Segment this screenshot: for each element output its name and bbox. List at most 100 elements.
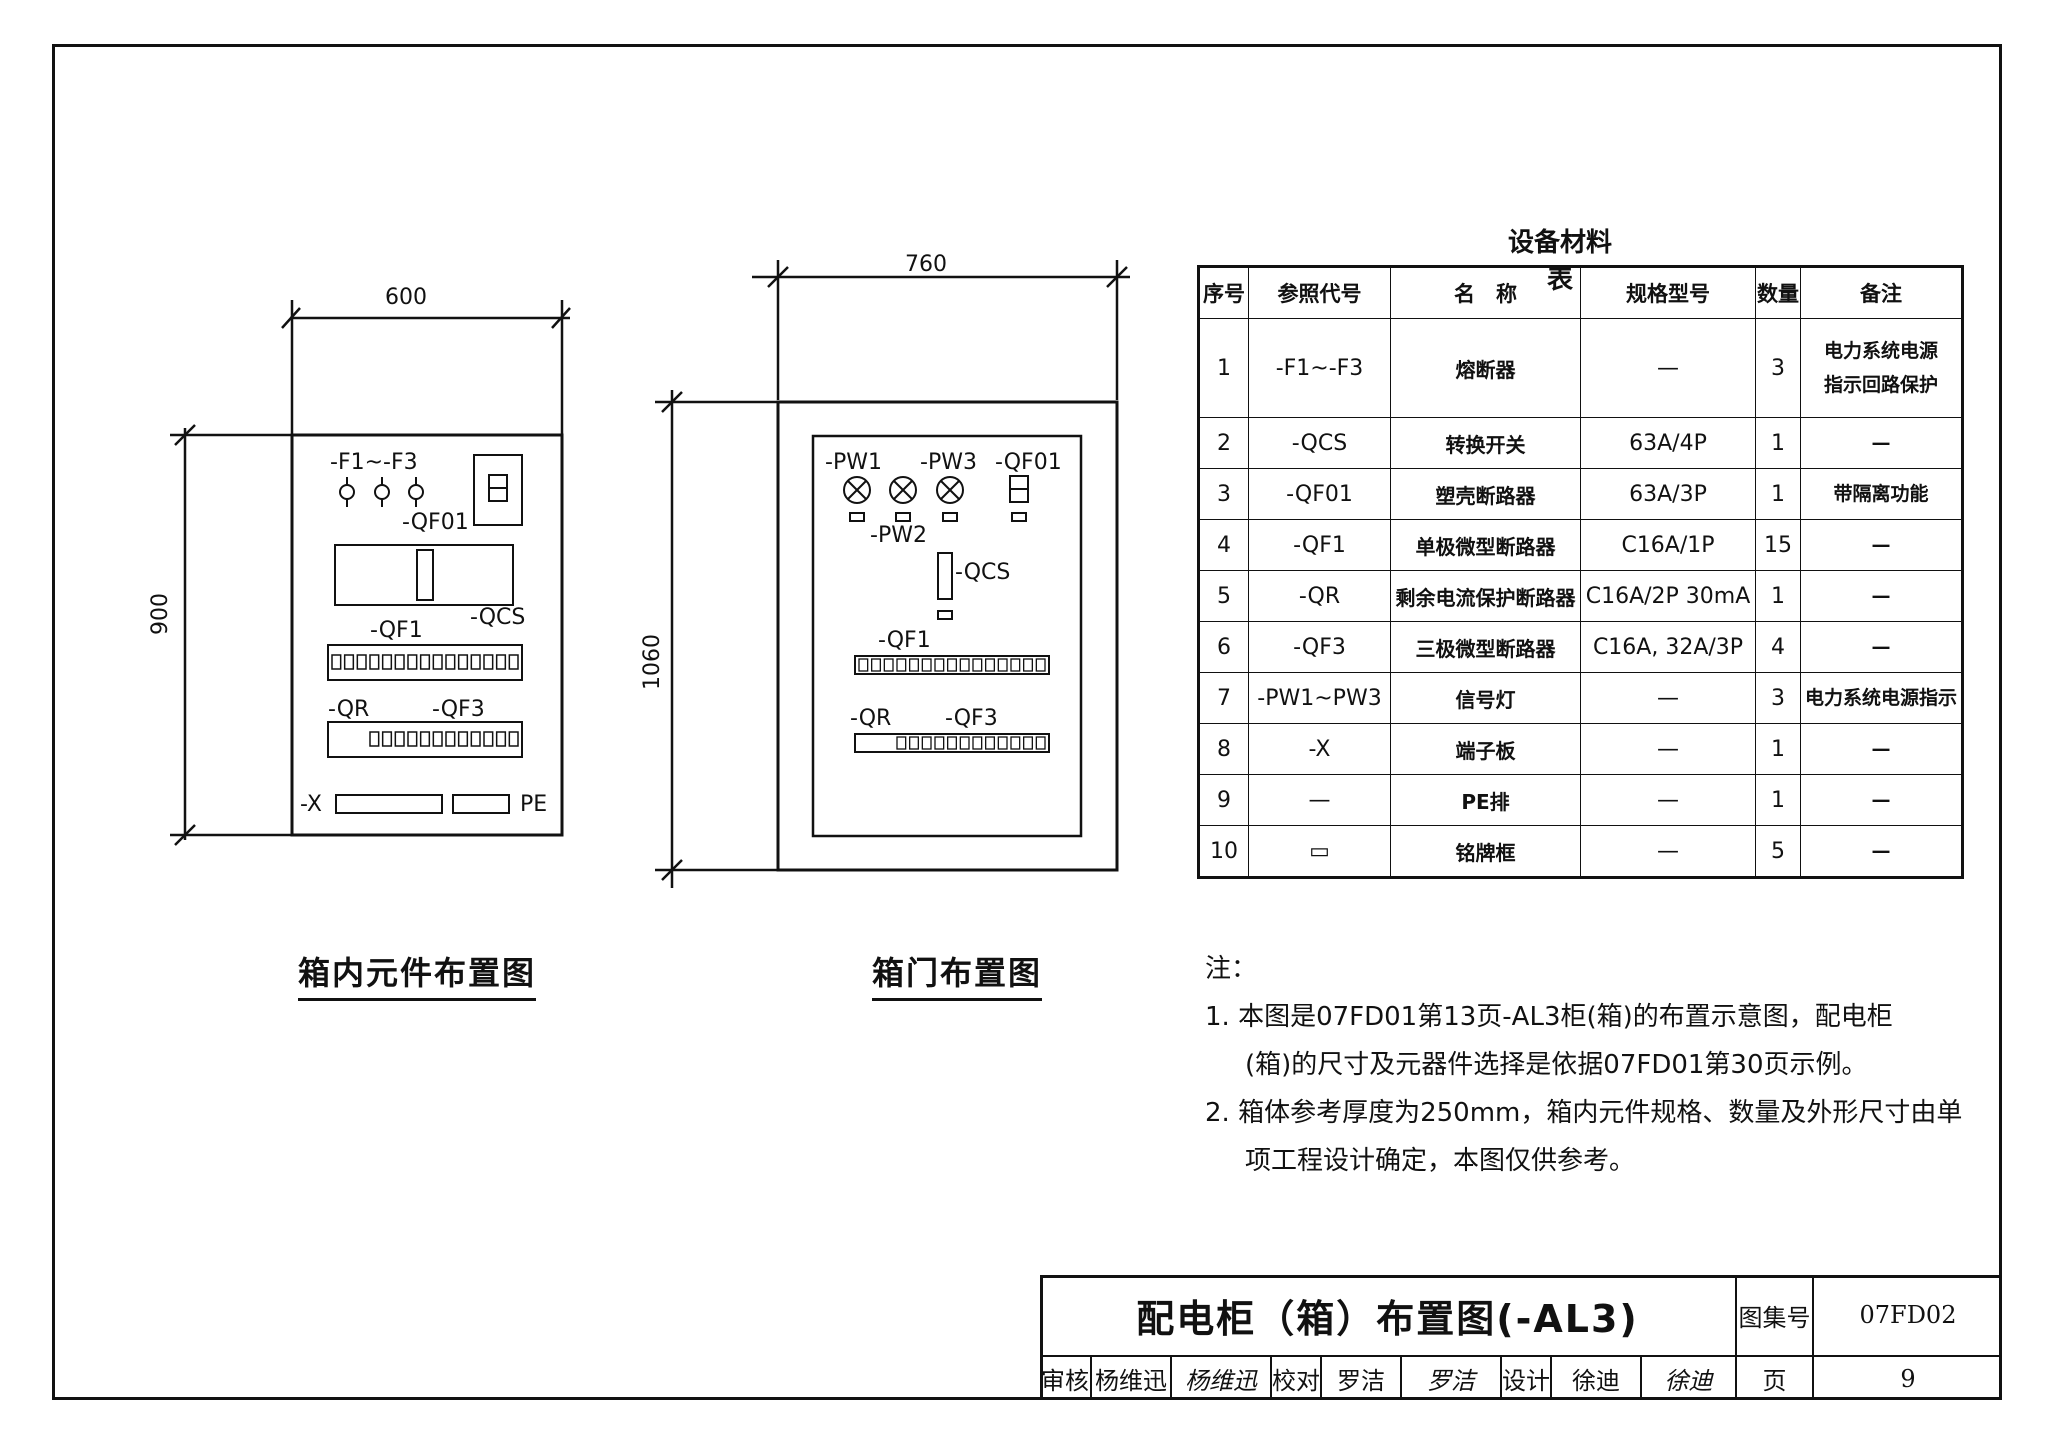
- cell-qty: 1: [1755, 774, 1801, 826]
- atlas-label: 图集号: [1735, 1275, 1812, 1355]
- breaker-module: [495, 731, 507, 747]
- cell-ref: -QCS: [1248, 417, 1391, 469]
- cell-index: 2: [1198, 417, 1249, 469]
- cell-index: 9: [1198, 774, 1249, 826]
- th-name: 名 称: [1390, 266, 1581, 319]
- cell-name: 三极微型断路器: [1390, 621, 1581, 673]
- cell-ref: -QF01: [1248, 468, 1391, 520]
- note-2a: 2. 箱体参考厚度为250mm，箱内元件规格、数量及外形尺寸由单: [1205, 1098, 1963, 1128]
- cell-ref: -X: [1248, 723, 1391, 775]
- d2-label-pw1: -PW1: [825, 450, 882, 475]
- breaker-module: [1023, 658, 1033, 672]
- cell-qty: 1: [1755, 468, 1801, 520]
- breaker-module: [394, 654, 405, 670]
- check-label: 校对: [1270, 1355, 1320, 1400]
- table-row: 9—PE排—1—: [1198, 774, 1963, 826]
- checker-signature: 罗洁: [1400, 1355, 1500, 1400]
- cell-remark: 电力系统电源指示: [1800, 672, 1963, 724]
- cell-remark: —: [1800, 825, 1963, 878]
- breaker-module: [470, 654, 481, 670]
- breaker-module: [1023, 736, 1033, 750]
- breaker-module: [470, 731, 481, 747]
- d1-label-qr: -QR: [328, 697, 370, 722]
- breaker-module: [997, 658, 1008, 672]
- d1-label-x: -X: [300, 792, 322, 817]
- d1-label-pe: PE: [520, 792, 548, 817]
- cell-ref: ▭: [1248, 825, 1391, 878]
- cell-spec: —: [1580, 672, 1756, 724]
- d2-label-pw3: -PW3: [920, 450, 977, 475]
- cell-spec: 63A/3P: [1580, 468, 1756, 520]
- breaker-module: [394, 731, 405, 747]
- breaker-module: [959, 658, 970, 672]
- breaker-module: [508, 731, 519, 747]
- d2-label-qf3: -QF3: [945, 706, 998, 731]
- breaker-module: [483, 654, 494, 670]
- cell-index: 7: [1198, 672, 1249, 724]
- breaker-module: [495, 654, 507, 670]
- title-block: [1040, 1275, 2002, 1400]
- breaker-module: [1035, 658, 1046, 672]
- reviewer-name: 杨维迅: [1090, 1355, 1170, 1400]
- breaker-module: [909, 736, 919, 750]
- note-2b: 项工程设计确定，本图仅供参考。: [1245, 1146, 1636, 1176]
- breaker-module: [1010, 658, 1021, 672]
- table-row: 10▭铭牌框—5—: [1198, 825, 1963, 878]
- cell-index: 6: [1198, 621, 1249, 673]
- cell-remark: —: [1800, 570, 1963, 622]
- cell-index: 4: [1198, 519, 1249, 571]
- cell-ref: -PW1~PW3: [1248, 672, 1391, 724]
- cell-index: 8: [1198, 723, 1249, 775]
- cell-name: 转换开关: [1390, 417, 1581, 469]
- cell-qty: 3: [1755, 318, 1801, 418]
- cell-index: 10: [1198, 825, 1249, 878]
- th-spec: 规格型号: [1580, 266, 1756, 319]
- designer-name: 徐迪: [1550, 1355, 1640, 1400]
- d1-label-qf01: -QF01: [402, 510, 469, 535]
- lamp-symbols: [843, 476, 964, 522]
- d2-label-qcs: -QCS: [955, 560, 1011, 585]
- breaker-module: [934, 658, 945, 672]
- cell-spec: 63A/4P: [1580, 417, 1756, 469]
- breaker-module: [985, 658, 995, 672]
- breaker-module: [985, 736, 995, 750]
- breaker-module: [896, 736, 907, 750]
- d1-height-dim: 900: [148, 593, 173, 635]
- breaker-module: [959, 736, 970, 750]
- notes-heading: 注：: [1205, 954, 1258, 984]
- breaker-module: [457, 654, 469, 670]
- breaker-module: [947, 658, 957, 672]
- cell-ref: -QF1: [1248, 519, 1391, 571]
- cell-name: 熔断器: [1390, 318, 1581, 418]
- notes: 注： 1. 本图是07FD01第13页-AL3柜(箱)的布置示意图，配电柜 (箱…: [1205, 945, 1962, 1185]
- cell-qty: 3: [1755, 672, 1801, 724]
- drawing-frame: [52, 44, 2002, 1400]
- cell-ref: -F1~-F3: [1248, 318, 1391, 418]
- cell-spec: —: [1580, 723, 1756, 775]
- breaker-module: [972, 736, 983, 750]
- breaker-module: [407, 654, 418, 670]
- cell-ref: -QF3: [1248, 621, 1391, 673]
- d2-label-qf01: -QF01: [995, 450, 1062, 475]
- cell-remark: —: [1800, 417, 1963, 469]
- breaker-module: [921, 658, 932, 672]
- breaker-module: [419, 654, 431, 670]
- breaker-module: [508, 654, 519, 670]
- th-ref: 参照代号: [1248, 266, 1391, 319]
- page-number: 9: [1812, 1355, 2002, 1400]
- d1-title: 箱内元件布置图: [298, 948, 537, 1001]
- cell-spec: —: [1580, 825, 1756, 878]
- breaker-module: [871, 658, 881, 672]
- breaker-module: [369, 654, 380, 670]
- breaker-module: [432, 654, 443, 670]
- cell-index: 1: [1198, 318, 1249, 418]
- d2-label-qf1: -QF1: [878, 628, 931, 653]
- d2-height-dim: 1060: [640, 634, 665, 690]
- breaker-module: [921, 736, 932, 750]
- cell-spec: —: [1580, 774, 1756, 826]
- breaker-module: [381, 654, 393, 670]
